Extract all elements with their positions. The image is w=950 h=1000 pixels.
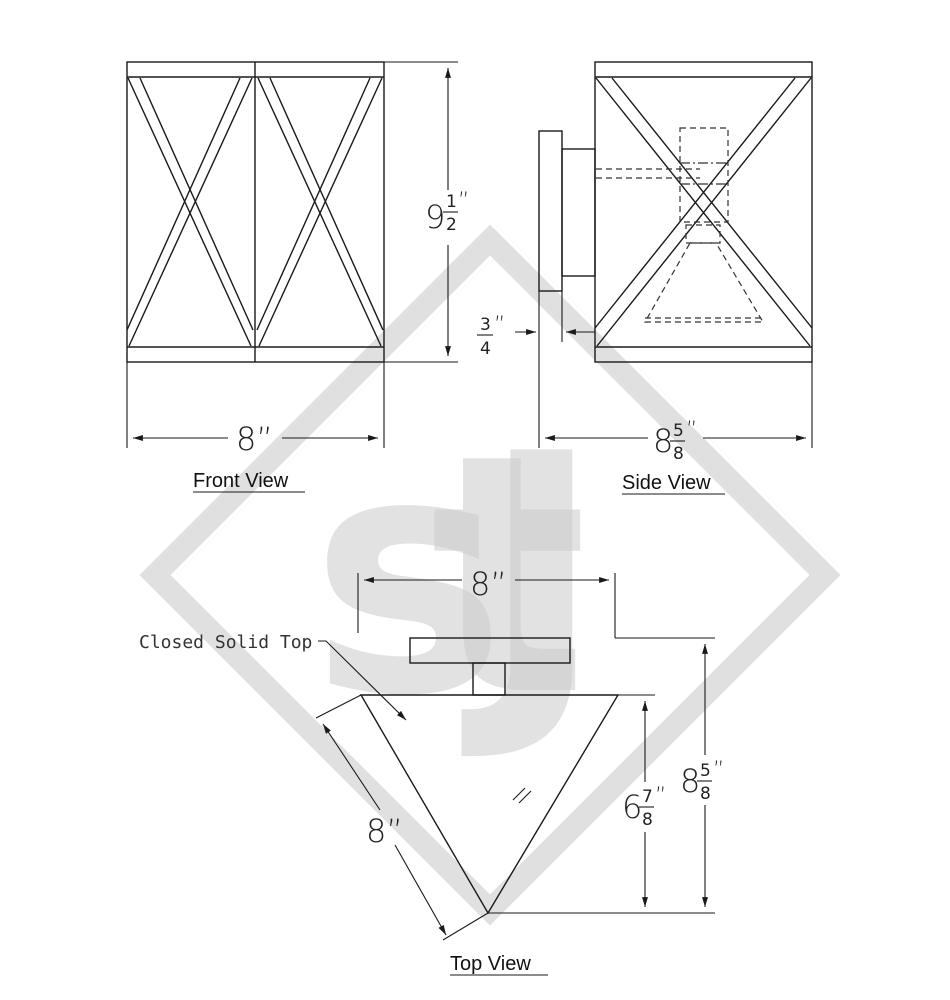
svg-text:1: 1 — [446, 192, 457, 212]
closed-solid-top-note: Closed Solid Top — [139, 632, 312, 653]
svg-text:8: 8 — [653, 422, 673, 460]
side-view-label: Side View — [622, 472, 711, 494]
svg-text:4: 4 — [480, 339, 491, 359]
top-inner-depth-dimension: 6 7 8 ” — [622, 784, 666, 830]
top-overall-depth-dimension: 8 5 8 ” — [680, 758, 724, 804]
svg-text:t: t — [430, 384, 588, 768]
front-height-dimension: 9 1 2 ” — [425, 189, 469, 236]
svg-text:5: 5 — [700, 761, 711, 781]
svg-text:7: 7 — [642, 787, 653, 807]
svg-text:3: 3 — [480, 315, 491, 335]
svg-text:9: 9 — [425, 198, 445, 236]
top-side-dimension: 8” — [366, 812, 403, 850]
svg-text:”: ” — [458, 189, 469, 214]
svg-text:”: ” — [655, 784, 666, 809]
front-view-label: Front View — [193, 470, 289, 492]
svg-text:8: 8 — [680, 762, 700, 800]
svg-text:5: 5 — [673, 421, 684, 441]
svg-text:”: ” — [713, 758, 724, 783]
top-width-dimension: 8” — [470, 565, 507, 603]
front-view-drawing — [126, 61, 458, 448]
svg-text:8: 8 — [700, 784, 711, 804]
front-width-dimension: 8” — [236, 420, 273, 458]
side-view-drawing — [515, 61, 813, 448]
svg-text:6: 6 — [622, 788, 642, 826]
svg-text:”: ” — [494, 313, 505, 338]
side-offset-dimension: 3 4 ” — [477, 313, 505, 359]
svg-text:”: ” — [686, 418, 697, 443]
top-view-label: Top View — [450, 953, 531, 975]
watermark-logo: s J t — [139, 224, 841, 926]
svg-text:J: J — [459, 384, 602, 768]
svg-text:8: 8 — [673, 444, 684, 464]
top-view-drawing — [315, 573, 715, 941]
side-depth-dimension: 8 5 8 ” — [653, 418, 697, 464]
svg-text:8: 8 — [642, 810, 653, 830]
svg-text:2: 2 — [446, 215, 457, 235]
